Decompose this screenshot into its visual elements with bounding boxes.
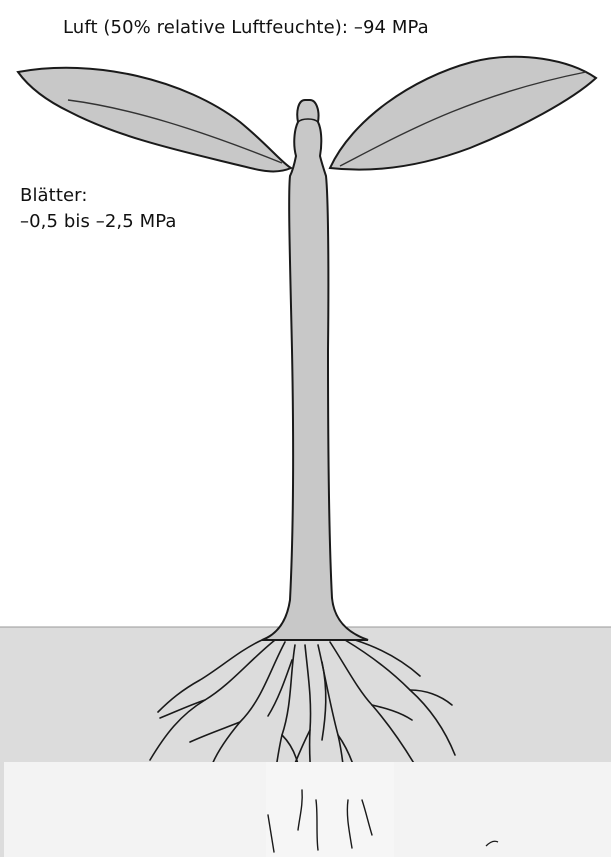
leaf-potential-label: Blätter: –0,5 bis –2,5 MPa	[20, 183, 177, 235]
left-leaf	[18, 68, 291, 172]
mask-block-middle	[266, 762, 394, 857]
air-potential-label: Luft (50% relative Luftfeuchte): –94 MPa	[63, 17, 429, 38]
stem	[262, 100, 368, 640]
leaf-label-value: –0,5 bis –2,5 MPa	[20, 209, 177, 235]
right-leaf	[330, 57, 596, 170]
mask-block-right	[394, 762, 611, 857]
leaf-label-title: Blätter:	[20, 183, 177, 209]
mask-block-left	[4, 762, 266, 857]
